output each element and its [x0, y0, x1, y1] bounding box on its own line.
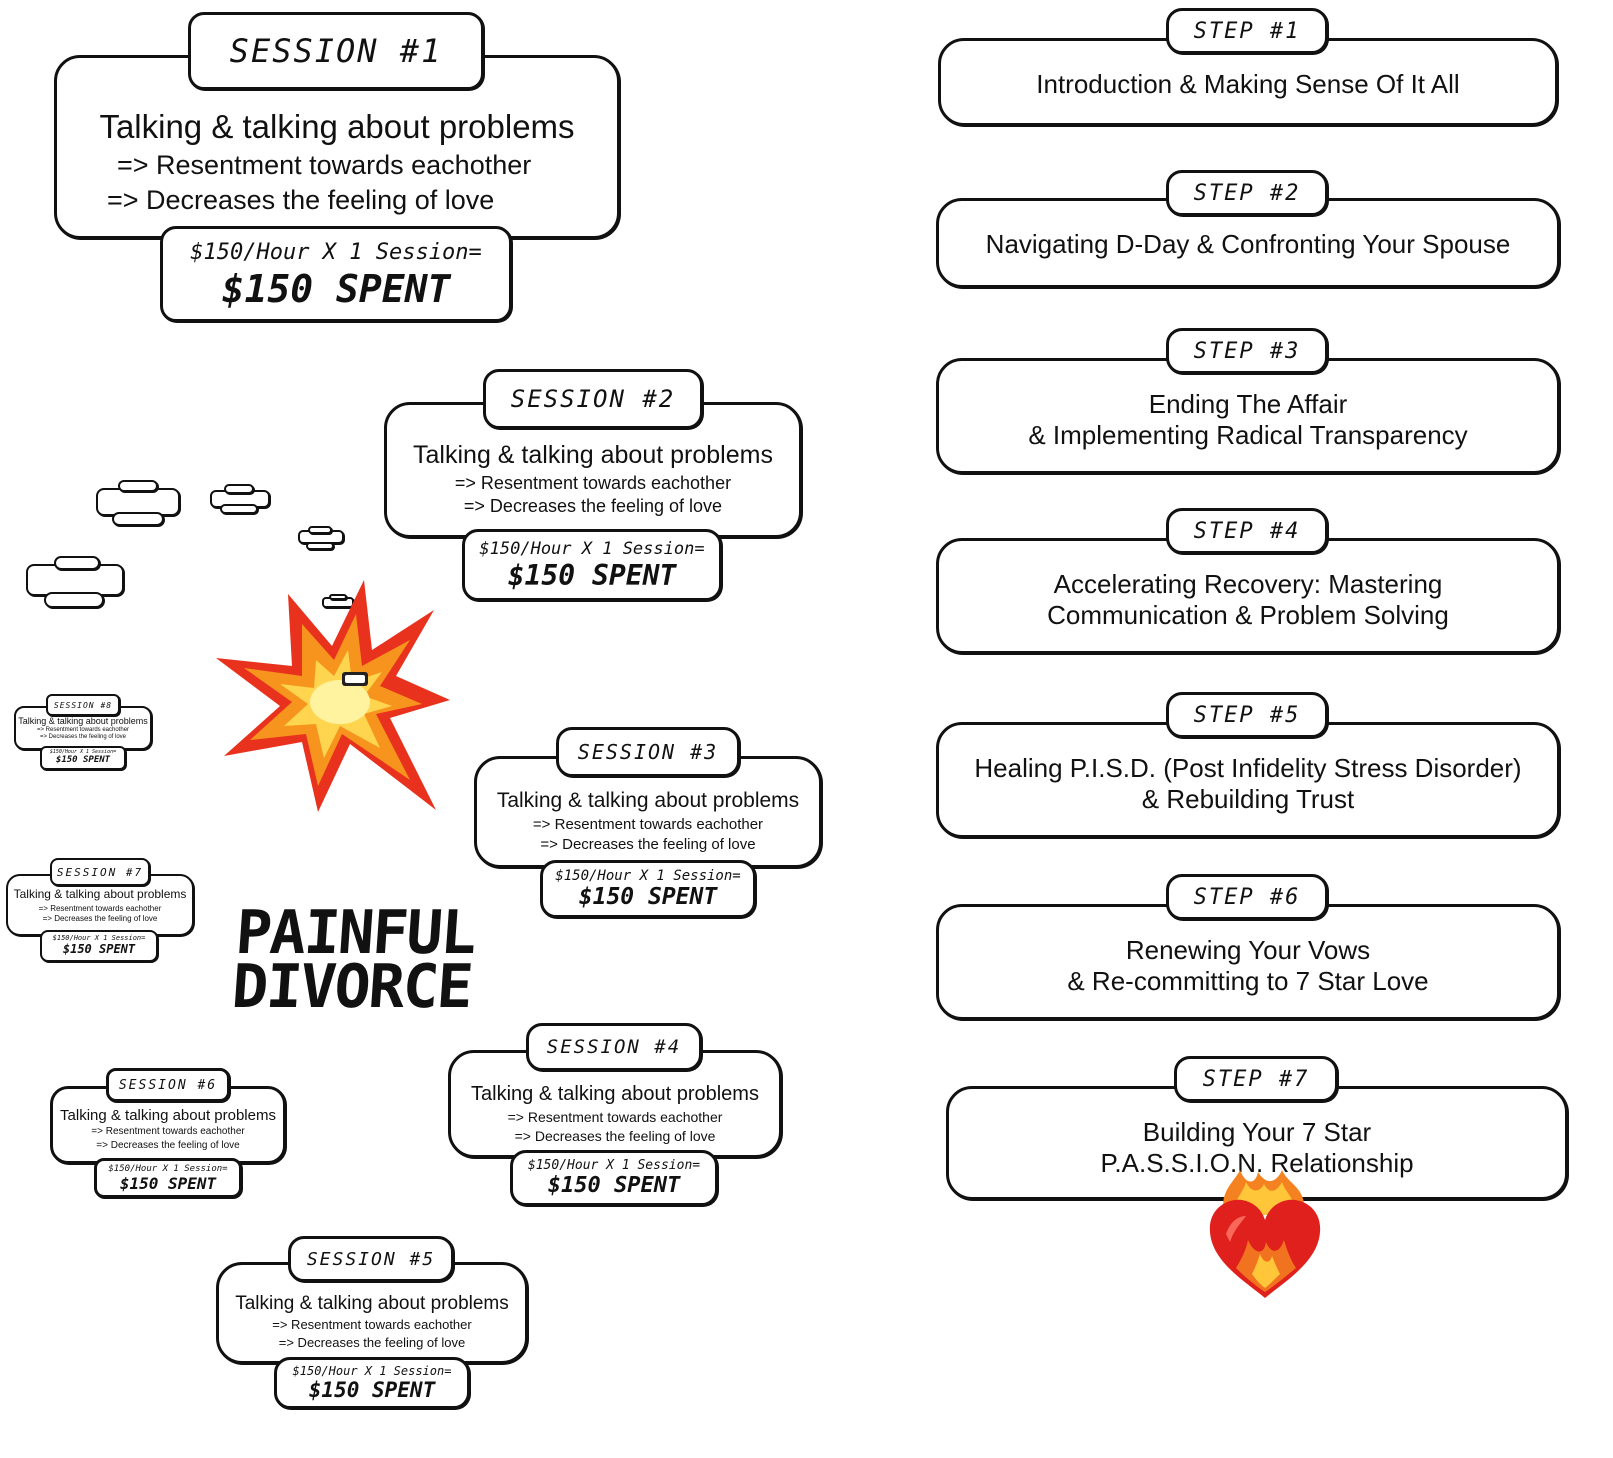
step-3-box: Ending The Affair & Implementing Radical…: [936, 358, 1560, 474]
step-4-line-2: Communication & Problem Solving: [1047, 600, 1449, 631]
session-2-point-1: => Resentment towards eachother: [454, 472, 732, 493]
step-1-text: Introduction & Making Sense Of It All: [941, 69, 1555, 100]
step-5-line-2: & Rebuilding Trust: [1141, 784, 1355, 815]
step-3-label: STEP #3: [1166, 328, 1328, 374]
session-4-point-1: => Resentment towards eachother: [507, 1109, 723, 1125]
session-7-problem: Talking & talking about problems: [13, 887, 187, 901]
session-4-label: SESSION #4: [526, 1023, 702, 1071]
session-8-point-1: => Resentment towards eachother: [36, 727, 130, 734]
session-1-spent: $150 SPENT: [221, 267, 451, 312]
step-3-line-1: Ending The Affair: [1148, 389, 1348, 419]
outcome-line-2: DIVORCE: [229, 952, 474, 1022]
step-7-label: STEP #7: [1174, 1056, 1338, 1102]
step-6-line-2: & Re-committing to 7 Star Love: [1067, 966, 1429, 997]
session-5-point-2: => Decreases the feeling of love: [278, 1334, 466, 1350]
session-7-label: SESSION #7: [50, 858, 150, 886]
session-7-point-1: => Resentment towards eachother: [38, 903, 162, 913]
step-5-box: Healing P.I.S.D. (Post Infidelity Stress…: [936, 722, 1560, 838]
session-8-problem: Talking & talking about problems: [18, 716, 148, 726]
session-3-point-2: => Decreases the feeling of love: [540, 836, 756, 854]
session-2-problem: Talking & talking about problems: [413, 441, 773, 469]
session-8-content: Talking & talking about problems => Rese…: [16, 716, 150, 741]
session-1-point-2: => Decreases the feeling of love: [107, 184, 495, 215]
step-4-label: STEP #4: [1166, 508, 1328, 554]
session-4-cost: $150/Hour X 1 Session= $150 SPENT: [510, 1150, 718, 1206]
session-2-point-2: => Decreases the feeling of love: [463, 496, 723, 517]
session-4-spent: $150 SPENT: [547, 1173, 681, 1199]
session-8-spent: $150 SPENT: [55, 754, 111, 765]
session-7-content: Talking & talking about problems => Rese…: [8, 887, 192, 923]
step-5-text: Healing P.I.S.D. (Post Infidelity Stress…: [939, 753, 1557, 815]
session-8-point-2: => Decreases the feeling of love: [39, 734, 127, 741]
session-5-cost: $150/Hour X 1 Session= $150 SPENT: [274, 1357, 470, 1409]
step-1-label: STEP #1: [1166, 8, 1328, 54]
session-1-rate: $150/Hour X 1 Session=: [190, 240, 482, 265]
session-3-rate: $150/Hour X 1 Session=: [555, 868, 741, 884]
session-2-cost: $150/Hour X 1 Session= $150 SPENT: [462, 529, 722, 601]
session-5-label: SESSION #5: [288, 1236, 454, 1282]
heart-on-fire-icon: [1206, 1170, 1324, 1300]
step-5-line-1: Healing P.I.S.D. (Post Infidelity Stress…: [974, 753, 1522, 783]
session-2-label: SESSION #2: [483, 369, 703, 429]
session-1-cost: $150/Hour X 1 Session= $150 SPENT: [160, 226, 512, 322]
step-3-text: Ending The Affair & Implementing Radical…: [939, 389, 1557, 451]
session-8-label: SESSION #8: [46, 694, 120, 716]
step-2-label: STEP #2: [1166, 170, 1328, 216]
session-6-rate: $150/Hour X 1 Session=: [108, 1164, 228, 1174]
session-7-rate: $150/Hour X 1 Session=: [52, 934, 146, 942]
session-7-point-2: => Decreases the feeling of love: [42, 913, 158, 923]
step-5-label: STEP #5: [1166, 692, 1328, 738]
session-6-point-1: => Resentment towards eachother: [91, 1126, 245, 1138]
session-4-content: Talking & talking about problems => Rese…: [451, 1083, 779, 1144]
session-5-content: Talking & talking about problems => Rese…: [219, 1293, 525, 1351]
session-6-problem: Talking & talking about problems: [60, 1107, 276, 1124]
session-2-content: Talking & talking about problems => Rese…: [387, 441, 799, 517]
step-3-line-2: & Implementing Radical Transparency: [1028, 420, 1468, 451]
session-3-point-1: => Resentment towards eachother: [532, 816, 764, 834]
step-6-text: Renewing Your Vows & Re-committing to 7 …: [939, 935, 1557, 997]
session-7-cost: $150/Hour X 1 Session= $150 SPENT: [40, 930, 158, 962]
session-5-rate: $150/Hour X 1 Session=: [292, 1364, 452, 1378]
step-6-line-1: Renewing Your Vows: [1125, 935, 1371, 965]
session-2-spent: $150 SPENT: [507, 558, 677, 592]
session-5-spent: $150 SPENT: [308, 1378, 436, 1403]
explosion-icon: [214, 580, 454, 814]
session-1-point-1: => Resentment towards eachother: [117, 149, 532, 180]
session-5-problem: Talking & talking about problems: [235, 1293, 509, 1314]
step-2-text: Navigating D-Day & Confronting Your Spou…: [939, 229, 1557, 260]
session-3-content: Talking & talking about problems => Rese…: [477, 789, 819, 854]
step-7-line-1: Building Your 7 Star: [1142, 1117, 1372, 1147]
step-6-label: STEP #6: [1166, 874, 1328, 920]
session-8-cost: $150/Hour X 1 Session= $150 SPENT: [40, 746, 126, 770]
session-6-content: Talking & talking about problems => Rese…: [53, 1107, 283, 1151]
session-8-rate: $150/Hour X 1 Session=: [49, 749, 117, 755]
step-4-box: Accelerating Recovery: Mastering Communi…: [936, 538, 1560, 654]
session-6-label: SESSION #6: [106, 1068, 230, 1102]
session-2-rate: $150/Hour X 1 Session=: [479, 539, 705, 559]
session-1-content: Talking & talking about problems => Rese…: [57, 108, 617, 216]
session-7-spent: $150 SPENT: [62, 941, 136, 956]
step-7-line-2: P.A.S.S.I.O.N. Relationship: [1100, 1148, 1414, 1179]
step-4-text: Accelerating Recovery: Mastering Communi…: [939, 569, 1557, 631]
session-4-rate: $150/Hour X 1 Session=: [527, 1158, 701, 1173]
session-6-point-2: => Decreases the feeling of love: [96, 1139, 240, 1151]
session-4-problem: Talking & talking about problems: [471, 1083, 759, 1105]
step-2-line-1: Navigating D-Day & Confronting Your Spou…: [985, 229, 1511, 259]
session-3-cost: $150/Hour X 1 Session= $150 SPENT: [540, 860, 756, 918]
session-6-cost: $150/Hour X 1 Session= $150 SPENT: [94, 1158, 242, 1198]
painful-divorce-label: PAINFUL DIVORCE: [229, 898, 478, 1022]
step-1-line-1: Introduction & Making Sense Of It All: [1036, 69, 1460, 99]
session-1-label: SESSION #1: [188, 12, 484, 90]
session-3-spent: $150 SPENT: [578, 884, 718, 911]
session-3-label: SESSION #3: [556, 727, 740, 777]
session-6-spent: $150 SPENT: [119, 1173, 217, 1193]
step-6-box: Renewing Your Vows & Re-committing to 7 …: [936, 904, 1560, 1020]
session-1-problem: Talking & talking about problems: [99, 108, 575, 145]
session-4-point-2: => Decreases the feeling of love: [514, 1128, 716, 1145]
step-7-text: Building Your 7 Star P.A.S.S.I.O.N. Rela…: [949, 1117, 1565, 1179]
session-3-problem: Talking & talking about problems: [496, 789, 800, 812]
step-4-line-1: Accelerating Recovery: Mastering: [1053, 569, 1443, 599]
session-5-point-1: => Resentment towards eachother: [272, 1316, 472, 1332]
